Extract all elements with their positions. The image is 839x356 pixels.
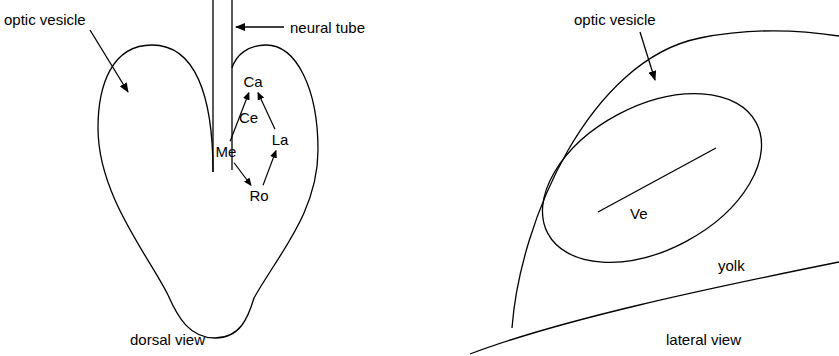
region-name: La <box>272 131 289 148</box>
region-name: Ca <box>243 73 262 90</box>
text-label: optic vesicle <box>4 12 86 29</box>
migration-arrow <box>258 93 275 130</box>
region-label: Ca <box>241 72 264 92</box>
optic-vesicle-outline <box>514 59 790 297</box>
leader-arrow <box>236 26 284 27</box>
text-label: Ce <box>239 110 258 127</box>
region-label: La <box>270 130 291 150</box>
region-name: Ro <box>249 187 268 204</box>
text-label: yolk <box>718 258 745 275</box>
migration-arrow <box>234 163 251 186</box>
text-label: dorsal view <box>130 332 205 349</box>
region-label: Me <box>214 142 239 162</box>
text-label: lateral view <box>666 332 741 349</box>
leader-arrow <box>90 30 128 92</box>
migration-arrow <box>263 151 276 186</box>
leader-arrow <box>640 32 655 80</box>
yolk-line <box>470 262 839 354</box>
embryo-outline <box>512 31 839 328</box>
region-name: Me <box>216 143 237 160</box>
vesicle-outline <box>98 45 318 338</box>
vesicle-lumen <box>598 148 716 212</box>
text-label: Ve <box>630 206 648 223</box>
text-label: neural tube <box>290 20 365 37</box>
region-label: Ro <box>247 186 270 206</box>
text-label: optic vesicle <box>574 12 656 29</box>
